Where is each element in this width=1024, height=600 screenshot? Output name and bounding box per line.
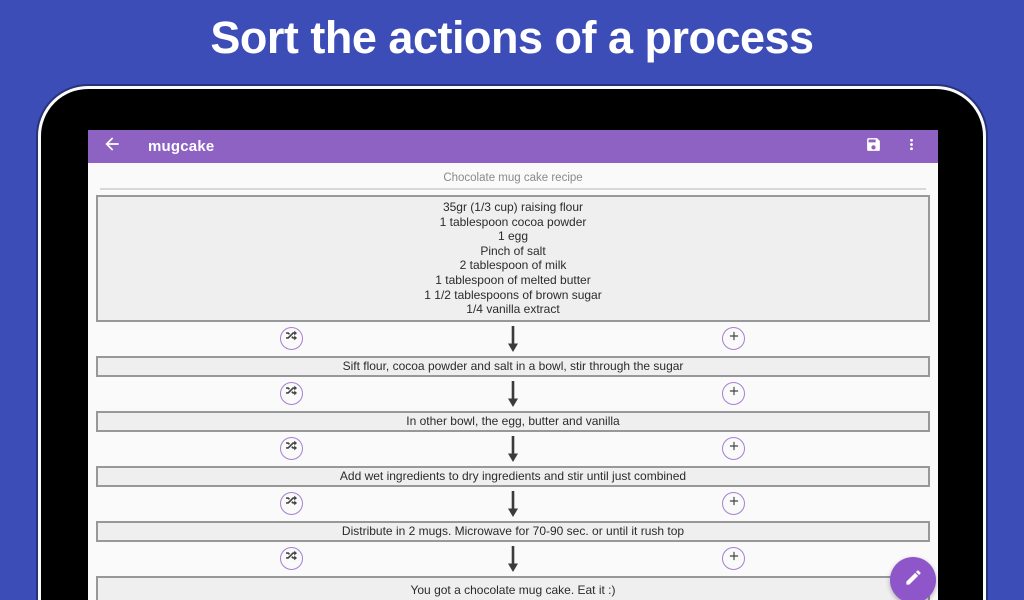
app-screen: mugcake Chocolate mug cake recipe 35gr (… [88,130,938,600]
shuffle-button[interactable] [280,381,303,405]
shuffle-button[interactable] [280,436,303,460]
plus-icon [727,549,741,568]
shuffle-icon [285,384,298,402]
step-box[interactable]: You got a chocolate mug cake. Eat it :) [96,575,930,600]
ingredient-line: 2 tablespoon of milk [459,258,567,273]
step-box[interactable]: Distribute in 2 mugs. Microwave for 70-9… [96,520,930,542]
connector-row [88,325,938,352]
step-box[interactable]: In other bowl, the egg, butter and vanil… [96,410,930,432]
ingredient-line: 1 tablespoon of melted butter [435,272,591,287]
add-button[interactable] [722,381,745,405]
ingredient-line: 1 1/2 tablespoons of brown sugar [424,287,602,302]
banner-title: Sort the actions of a process [210,12,814,63]
ingredient-line: 1/4 vanilla extract [466,302,560,317]
ingredient-line: 35gr (1/3 cup) raising flour [442,200,584,214]
app-toolbar: mugcake [88,130,938,163]
edit-fab[interactable] [890,557,936,600]
shuffle-button[interactable] [280,326,303,350]
add-button[interactable] [722,326,745,350]
arrow-left-icon [102,134,122,159]
step-box[interactable]: Sift flour, cocoa powder and salt in a b… [96,355,930,377]
plus-icon [727,329,741,348]
edit-pencil-icon [904,568,923,592]
toolbar-title: mugcake [148,138,215,155]
shuffle-icon [285,549,298,567]
add-button[interactable] [722,436,745,460]
down-arrow-icon [508,325,518,352]
save-button[interactable] [860,135,886,159]
add-button[interactable] [722,546,745,570]
step-box[interactable]: Add wet ingredients to dry ingredients a… [96,465,930,487]
shuffle-icon [285,494,298,512]
down-arrow-icon [508,435,518,462]
plus-icon [727,494,741,513]
connector-row [88,545,938,572]
shuffle-button[interactable] [280,491,303,515]
ingredient-line: 1 egg [497,229,529,244]
down-arrow-icon [508,380,518,407]
overflow-menu-button[interactable] [898,135,924,159]
back-button[interactable] [100,135,124,159]
down-arrow-icon [508,545,518,572]
down-arrow-icon [508,490,518,517]
recipe-title: Chocolate mug cake recipe [443,172,583,184]
divider [100,188,926,190]
save-icon [865,136,882,158]
vertical-dots-icon [903,136,920,158]
tablet-frame: mugcake Chocolate mug cake recipe 35gr (… [38,86,986,600]
ingredient-line: Pinch of salt [480,243,546,258]
shuffle-button[interactable] [280,546,303,570]
ingredients-box[interactable]: 35gr (1/3 cup) raising flour 1 tablespoo… [96,195,930,322]
shuffle-icon [285,439,298,457]
connector-row [88,490,938,517]
shuffle-icon [285,329,298,347]
add-button[interactable] [722,491,745,515]
plus-icon [727,384,741,403]
ingredient-line: 1 tablespoon cocoa powder [439,214,587,229]
plus-icon [727,439,741,458]
connector-row [88,435,938,462]
connector-row [88,380,938,407]
